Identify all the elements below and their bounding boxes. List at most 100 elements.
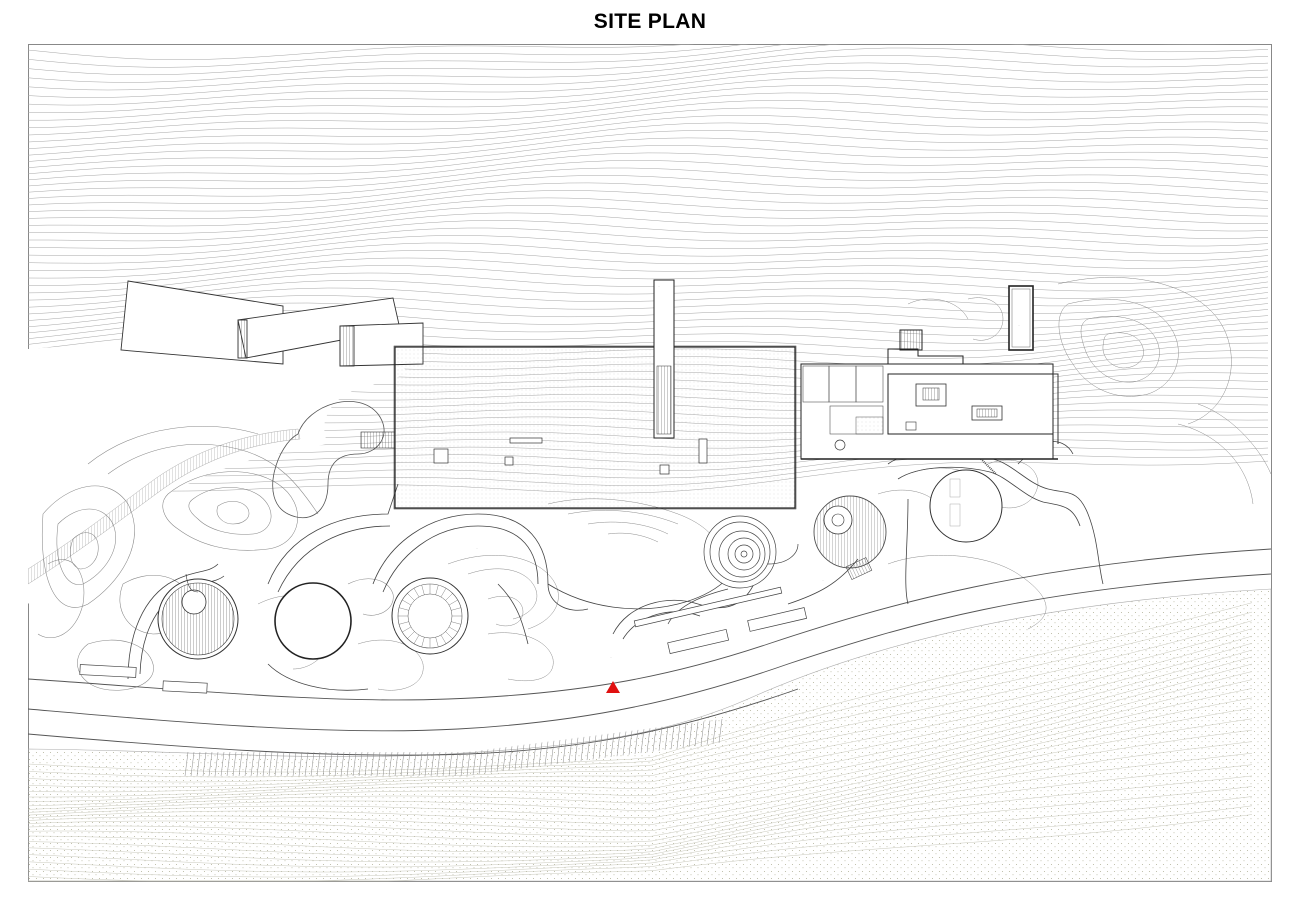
contour-line xyxy=(28,628,1253,788)
embankment-tick xyxy=(418,751,423,777)
embankment-tick xyxy=(664,725,669,751)
contour-line xyxy=(28,697,1253,832)
embankment-tick xyxy=(526,743,531,768)
pavilion-spoke xyxy=(435,637,439,647)
embankment-tick xyxy=(670,725,675,750)
contour-line xyxy=(28,707,1253,838)
embankment-tick xyxy=(490,748,495,773)
embankment-tick xyxy=(478,750,483,775)
embankment-tick xyxy=(310,751,315,777)
contour-line xyxy=(28,47,1269,91)
pavilion-spoke xyxy=(407,593,415,601)
contour-line xyxy=(28,100,1269,143)
contour-line xyxy=(28,212,1269,242)
embankment-tick xyxy=(640,729,645,754)
stepped-buildings-northwest xyxy=(120,280,424,367)
cone-pavilion-west xyxy=(157,573,239,660)
contour-line xyxy=(28,77,1269,121)
contour-line xyxy=(28,635,1253,793)
embankment-tick xyxy=(364,751,369,777)
embankment-tick xyxy=(370,751,375,777)
site-plan-drawing: · · · · · · · · · · · · · · · · · · xyxy=(28,44,1272,882)
embankment-tick xyxy=(646,728,651,753)
entrance-triangle-icon xyxy=(606,681,620,693)
embankment-tick xyxy=(610,732,615,758)
contour-line xyxy=(28,602,1253,773)
pavilion-spoke xyxy=(435,585,439,595)
embankment-tick xyxy=(694,722,699,747)
contour-line xyxy=(28,620,1253,783)
site-ground-mask xyxy=(28,329,408,604)
embankment-tick xyxy=(454,751,459,777)
embankment-tick xyxy=(244,751,249,777)
contour-line xyxy=(28,649,1253,803)
embankment-tick xyxy=(502,747,507,772)
contour-line xyxy=(28,122,1269,162)
embankment-tick xyxy=(214,751,219,777)
pavilion-spoke xyxy=(399,607,409,611)
embankment-tick xyxy=(286,751,291,777)
contour-line xyxy=(28,44,1231,76)
contour-line xyxy=(28,642,1253,798)
contour-line xyxy=(28,250,1269,279)
contour-line xyxy=(28,796,1253,878)
embankment-tick xyxy=(568,738,573,763)
embankment-tick xyxy=(382,751,387,777)
pavilion-spoke xyxy=(451,621,461,625)
embankment-tick xyxy=(268,751,273,777)
embankment-tick xyxy=(592,735,597,760)
contour-line xyxy=(28,786,1253,873)
embankment-tick xyxy=(682,723,687,748)
pavilion-spoke xyxy=(445,593,453,601)
embankment-tick xyxy=(514,745,519,770)
pavilion-spoke xyxy=(399,621,409,625)
embankment-tick xyxy=(238,751,243,777)
embankment-tick xyxy=(484,749,489,774)
contour-line xyxy=(28,55,1269,98)
observation-tower xyxy=(653,279,675,439)
embankment-tick xyxy=(544,741,549,766)
embankment-tick xyxy=(406,751,411,777)
contour-line xyxy=(28,175,1269,206)
page-title: SITE PLAN xyxy=(593,10,707,33)
contour-line xyxy=(28,752,1253,858)
svg-text:· ·: · · xyxy=(338,450,340,453)
embankment-tick xyxy=(424,751,429,777)
embankment-tick xyxy=(460,751,465,777)
embankment-tick xyxy=(604,733,609,758)
embankment-tick xyxy=(358,751,363,777)
main-building xyxy=(360,345,797,510)
pavilion-spoke xyxy=(445,631,453,639)
contour-line xyxy=(28,167,1269,199)
embankment-tick xyxy=(700,721,705,746)
contour-line xyxy=(28,107,1269,149)
embankment-tick xyxy=(328,751,333,777)
embankment-tick xyxy=(556,739,561,765)
embankment-tick xyxy=(202,751,207,777)
garden-paths xyxy=(127,441,1104,691)
embankment-tick xyxy=(598,734,603,759)
stippled-ground-area xyxy=(28,588,1272,882)
contour-line xyxy=(28,235,1269,264)
contour-line xyxy=(28,718,1253,843)
embankment-tick xyxy=(658,726,663,751)
embankment-tick xyxy=(538,742,543,767)
spiral-pavilion xyxy=(667,515,799,625)
site-plan-svg: · · · · · · · · · · · · · · · · · · xyxy=(28,44,1272,882)
embankment-tick xyxy=(196,751,201,777)
embankment-tick xyxy=(232,751,237,777)
embankment-tick xyxy=(688,722,693,747)
embankment-tick xyxy=(394,751,399,777)
embankment-tick xyxy=(190,751,195,777)
contour-line xyxy=(28,656,1253,807)
northeast-annex xyxy=(887,285,1034,364)
embankment-tick xyxy=(718,718,723,744)
embankment-tick xyxy=(550,740,555,765)
embankment-tick xyxy=(466,751,471,776)
contour-line xyxy=(28,137,1269,175)
pavilion-spoke xyxy=(421,585,425,595)
contour-line xyxy=(28,814,1253,882)
embankment-tick xyxy=(388,751,393,777)
pavilion-spoke xyxy=(413,588,420,598)
contour-line xyxy=(28,663,1253,810)
